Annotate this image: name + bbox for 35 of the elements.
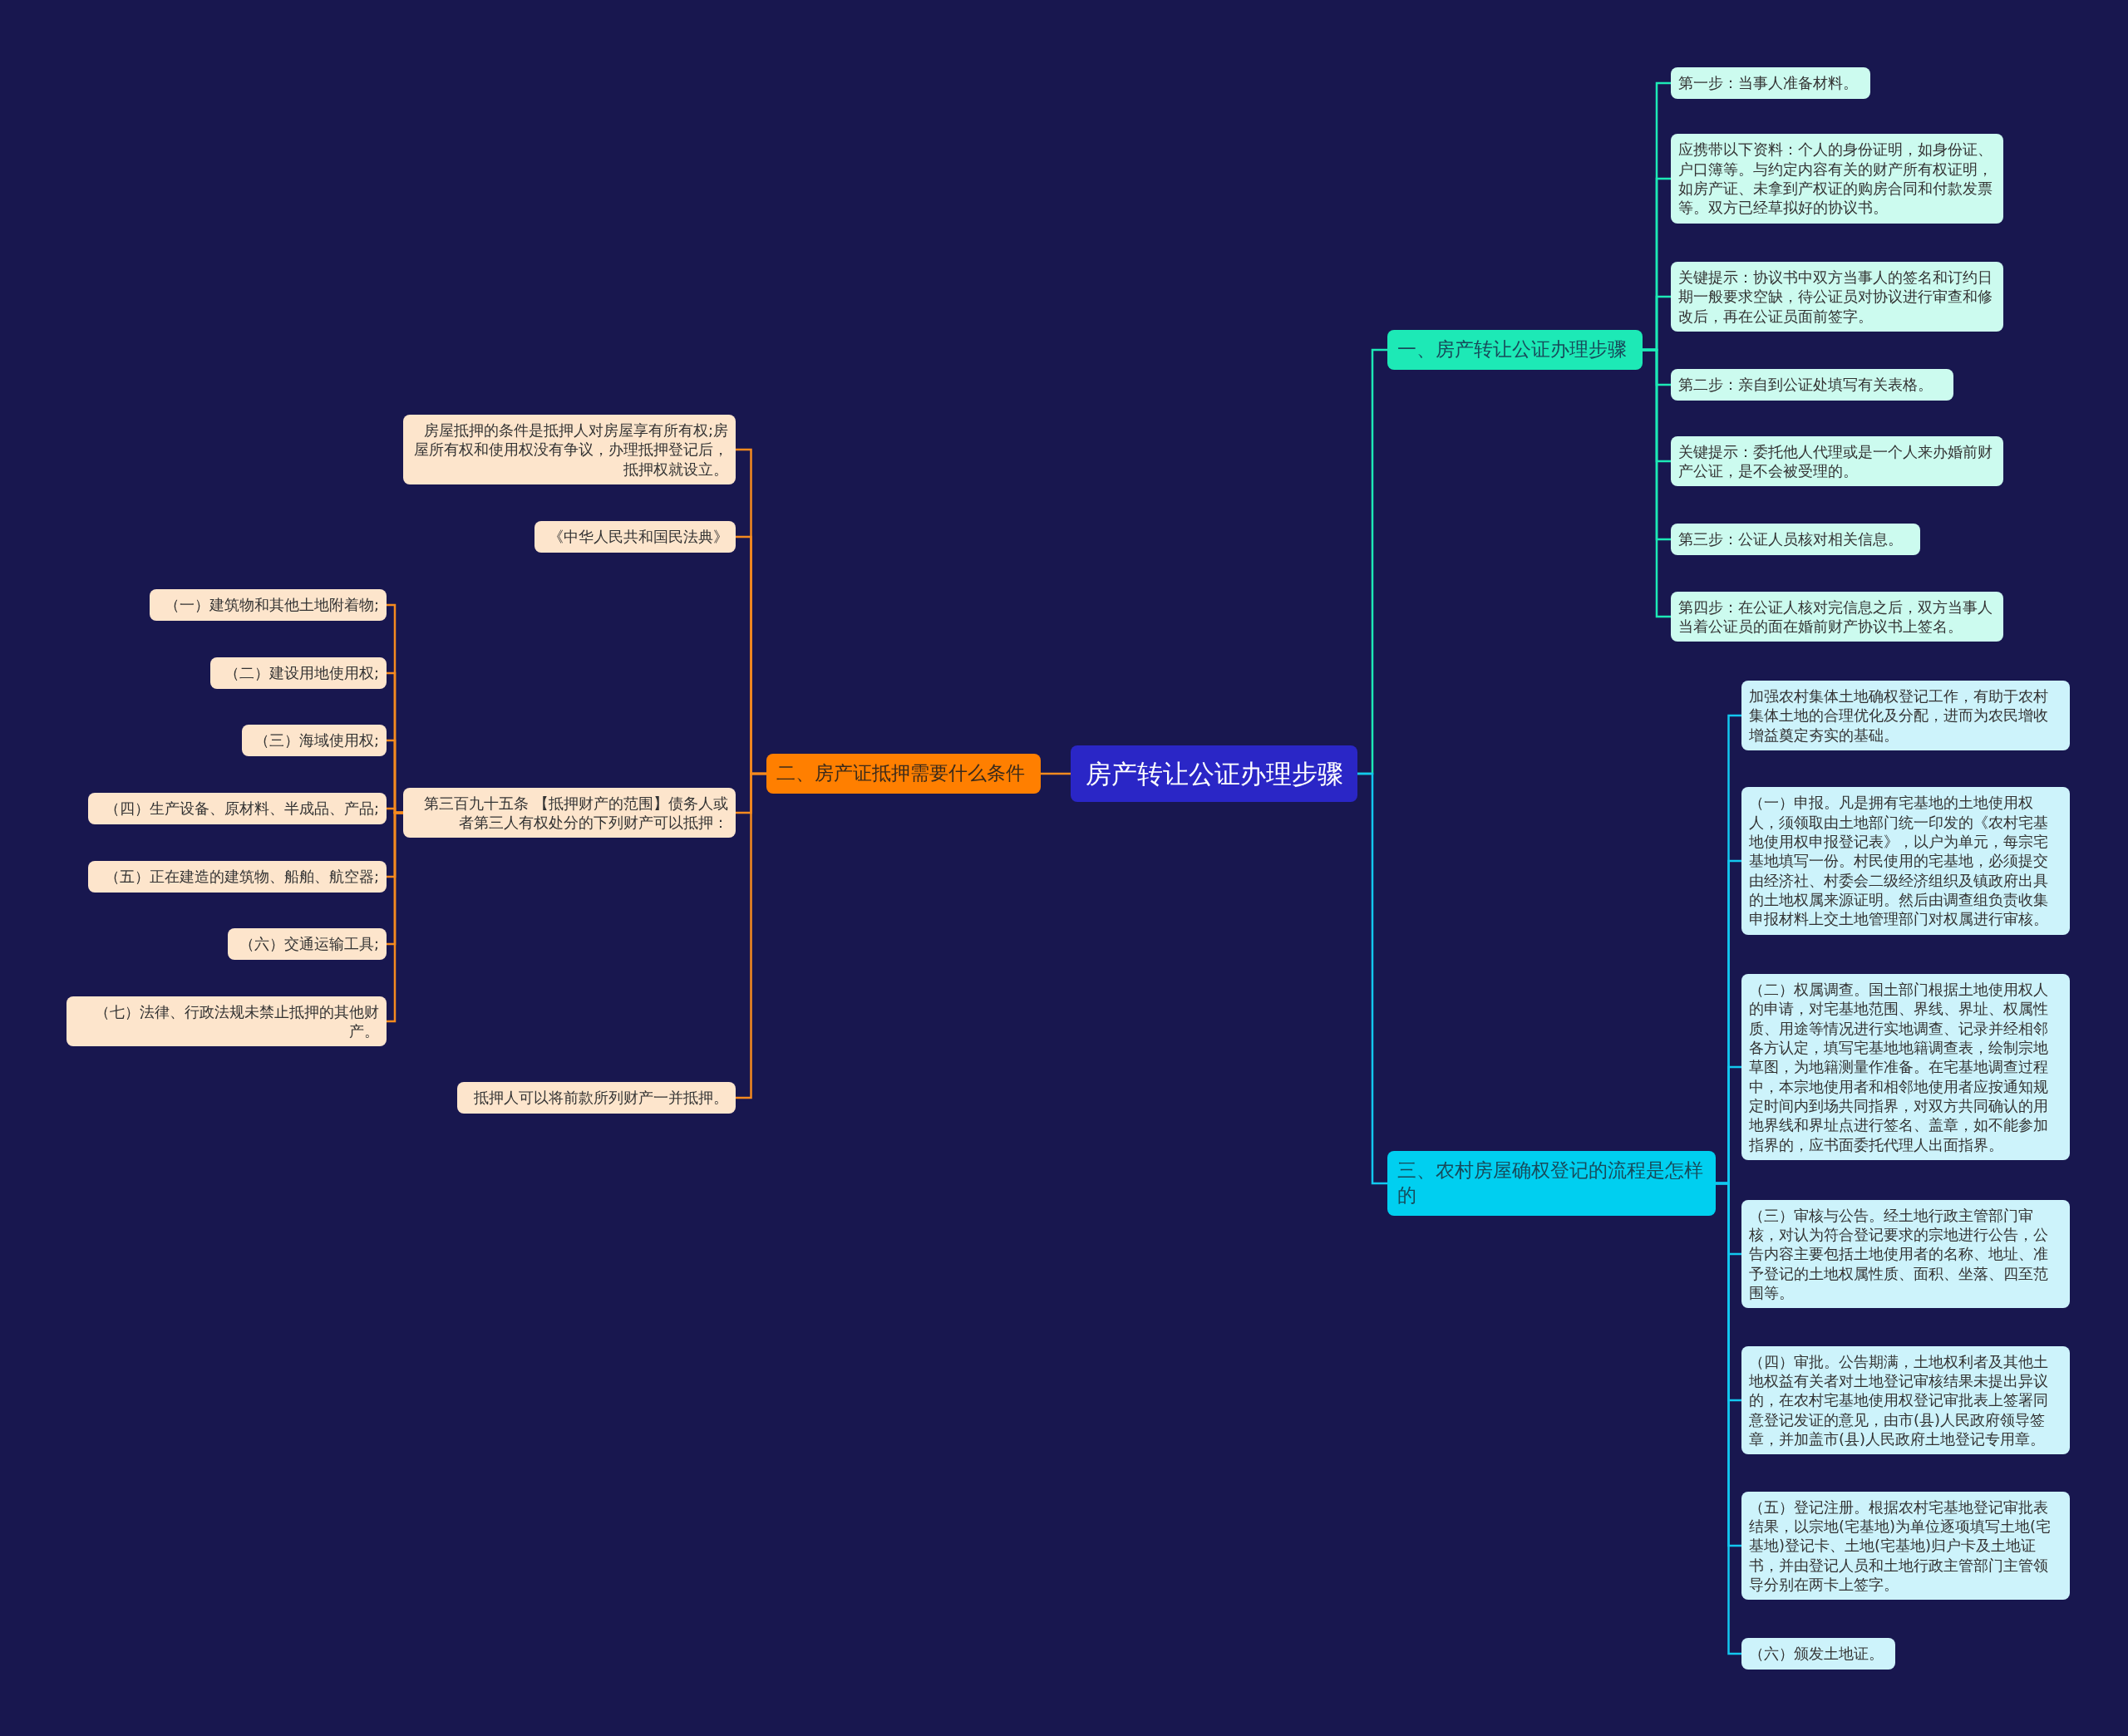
subtopic-box: （六）颁发土地证。 bbox=[1741, 1638, 1895, 1670]
subtopic-box: （三）海域使用权; bbox=[242, 725, 387, 756]
connector-line bbox=[1716, 1182, 1741, 1655]
subtopic-box: 关键提示：委托他人代理或是一个人来办婚前财产公证，是不会被受理的。 bbox=[1671, 435, 2003, 487]
connector-line bbox=[736, 772, 766, 1099]
subtopic-box: （三）审核与公告。经土地行政主管部门审核，对认为符合登记要求的宗地进行公告，公告内容主要包括土地使用者的名称、地址、准予登记的土地权属性质、面积、坐落、四至范围等。 bbox=[1741, 1199, 2070, 1309]
connector-line bbox=[387, 811, 403, 1023]
subtopic-box: 第三步：公证人员核对相关信息。 bbox=[1671, 524, 1920, 555]
subtopic-box: 第四步：在公证人核对完信息之后，双方当事人当着公证员的面在婚前财产协议书上签名。 bbox=[1671, 591, 2003, 642]
subtopic-box: 第二步：亲自到公证处填写有关表格。 bbox=[1671, 369, 1953, 401]
subtopic-box: （五）登记注册。根据农村宅基地登记审批表结果，以宗地(宅基地)为单位逐项填写土地(宅基地)登记卡、土地(宅基地)归户卡及土地证书，并由登记人员和土地行政主管部门主管领导分别在两卡上签字。 bbox=[1741, 1491, 2070, 1601]
subtopic-box: 加强农村集体土地确权登记工作，有助于农村集体土地的合理优化及分配，进而为农民增收增益奠定夯实的基础。 bbox=[1741, 680, 2070, 751]
connector-line bbox=[1643, 348, 1671, 618]
subtopic-box: 抵押人可以将前款所列财产一并抵押。 bbox=[457, 1082, 736, 1114]
subtopic-box: 第三百九十五条 【抵押财产的范围】债务人或者第三人有权处分的下列财产可以抵押： bbox=[403, 787, 736, 838]
subtopic-box: 《中华人民共和国民法典》 bbox=[534, 521, 736, 553]
branch-topic-box: 一、房产转让公证办理步骤 bbox=[1387, 330, 1643, 370]
subtopic-box: （五）正在建造的建筑物、船舶、航空器; bbox=[88, 861, 387, 893]
subtopic-box: 房屋抵押的条件是抵押人对房屋享有所有权;房屋所有权和使用权没有争议，办理抵押登记后，抵押权就设立。 bbox=[403, 414, 736, 485]
subtopic-box: （六）交通运输工具; bbox=[228, 928, 387, 960]
connector-line bbox=[1041, 772, 1071, 775]
subtopic-box: （四）审批。公告期满，土地权利者及其他土地权益有关者对土地登记审核结果未提出异议的，在农村宅基地使用权登记审批表上签署同意登记发证的意见，由市(县)人民政府领导签章，并加盖市(县)人民政府土地登记专用章。 bbox=[1741, 1345, 2070, 1455]
subtopic-box: （一）申报。凡是拥有宅基地的土地使用权人，须领取由土地部门统一印发的《农村宅基地使用权申报登记表》，以户为单元，每宗宅基地填写一份。村民使用的宅基地，必须提交由经济社、村委会二级经济组织及镇政府出具的土地权属来源证明。然后由调查组负责收集申报材料上交土地管理部门对权属进行审核。 bbox=[1741, 787, 2070, 935]
subtopic-box: （一）建筑物和其他土地附着物; bbox=[150, 589, 387, 621]
branch-topic-box: 三、农村房屋确权登记的流程是怎样的 bbox=[1387, 1151, 1716, 1216]
subtopic-box: 第一步：当事人准备材料。 bbox=[1671, 67, 1870, 99]
subtopic-box: 应携带以下资料：个人的身份证明，如身份证、户口簿等。与约定内容有关的财产所有权证明，如房产证、未拿到产权证的购房合同和付款发票等。双方已经草拟好的协议书。 bbox=[1671, 134, 2003, 224]
subtopic-box: 关键提示：协议书中双方当事人的签名和订约日期一般要求空缺，待公证员对协议进行审查和修改后，再在公证员面前签字。 bbox=[1671, 261, 2003, 332]
subtopic-box: （二）权属调查。国土部门根据土地使用权人的申请，对宅基地范围、界线、界址、权属性质、用途等情况进行实地调查、记录并经相邻各方认定，填写宅基地地籍调查表，绘制宗地草图，为地籍测量作准备。在宅基地调查过程中，本宗地使用者和相邻地使用者应按通知规定时间内到场共同指界，对双方共同确认的用地界线和界址点进行签名、盖章，如不能参加指界的，应书面委托代理人出面指界。 bbox=[1741, 973, 2070, 1161]
subtopic-box: （七）法律、行政法规未禁止抵押的其他财产。 bbox=[66, 996, 387, 1047]
branch-topic-box: 二、房产证抵押需要什么条件 bbox=[766, 754, 1041, 794]
central-topic-box: 房产转让公证办理步骤 bbox=[1071, 745, 1357, 803]
connector-line bbox=[1357, 772, 1387, 1185]
subtopic-box: （四）生产设备、原材料、半成品、产品; bbox=[88, 793, 387, 824]
subtopic-box: （二）建设用地使用权; bbox=[210, 657, 387, 689]
